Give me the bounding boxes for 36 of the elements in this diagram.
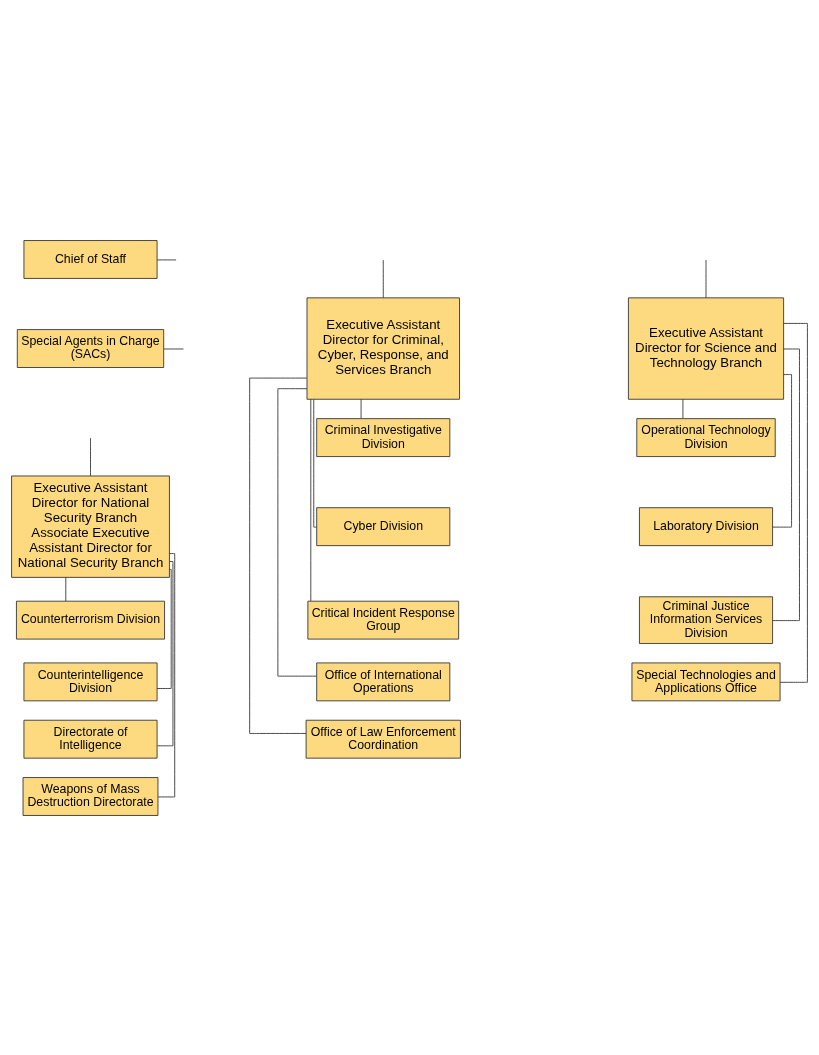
node-box: Executive Assistant Director for National Security Branch Associate Executive Assistant Director for National Security Branch [11,475,170,578]
connector [705,259,707,298]
connector [382,259,384,298]
node-box: Directorate of Intelligence [23,719,158,759]
connector [157,560,174,746]
connector [157,552,176,797]
node-box: Critical Incident Response Group [307,600,460,640]
node-box: Special Agents in Charge (SACs) [16,328,165,368]
node-box: Laboratory Division [639,506,774,546]
node-box: Special Technologies and Applications Office [631,661,781,701]
node-box: Office of Law Enforcement Coordination [305,719,461,759]
connector [249,377,308,734]
connector [682,398,684,419]
node-box: Criminal Justice Information Services Division [639,595,774,644]
node-box: Counterterrorism Division [16,600,165,640]
connector [360,398,362,419]
node-box: Chief of Staff [23,239,158,279]
connector [156,259,177,260]
connector [163,348,184,349]
node-box: Counterintelligence Division [23,661,158,701]
connector [277,387,317,677]
node-box: Executive Assistant Director for Science and Technology Branch [627,296,785,400]
node-box: Operational Technology Division [636,417,776,457]
node-box: Cyber Division [316,506,451,546]
node-box: Executive Assistant Director for Criminal, Cyber, Response, and Services Branch [306,296,460,400]
connector [313,398,317,528]
connector [90,437,91,476]
connector [772,348,800,621]
connector [779,322,808,683]
connector [156,568,172,689]
connector [772,373,792,528]
node-box: Criminal Investigative Division [316,417,451,457]
node-box: Weapons of Mass Destruction Directorate [22,776,159,816]
connector [310,398,312,601]
node-box: Office of International Operations [316,661,451,701]
connector [65,576,67,601]
